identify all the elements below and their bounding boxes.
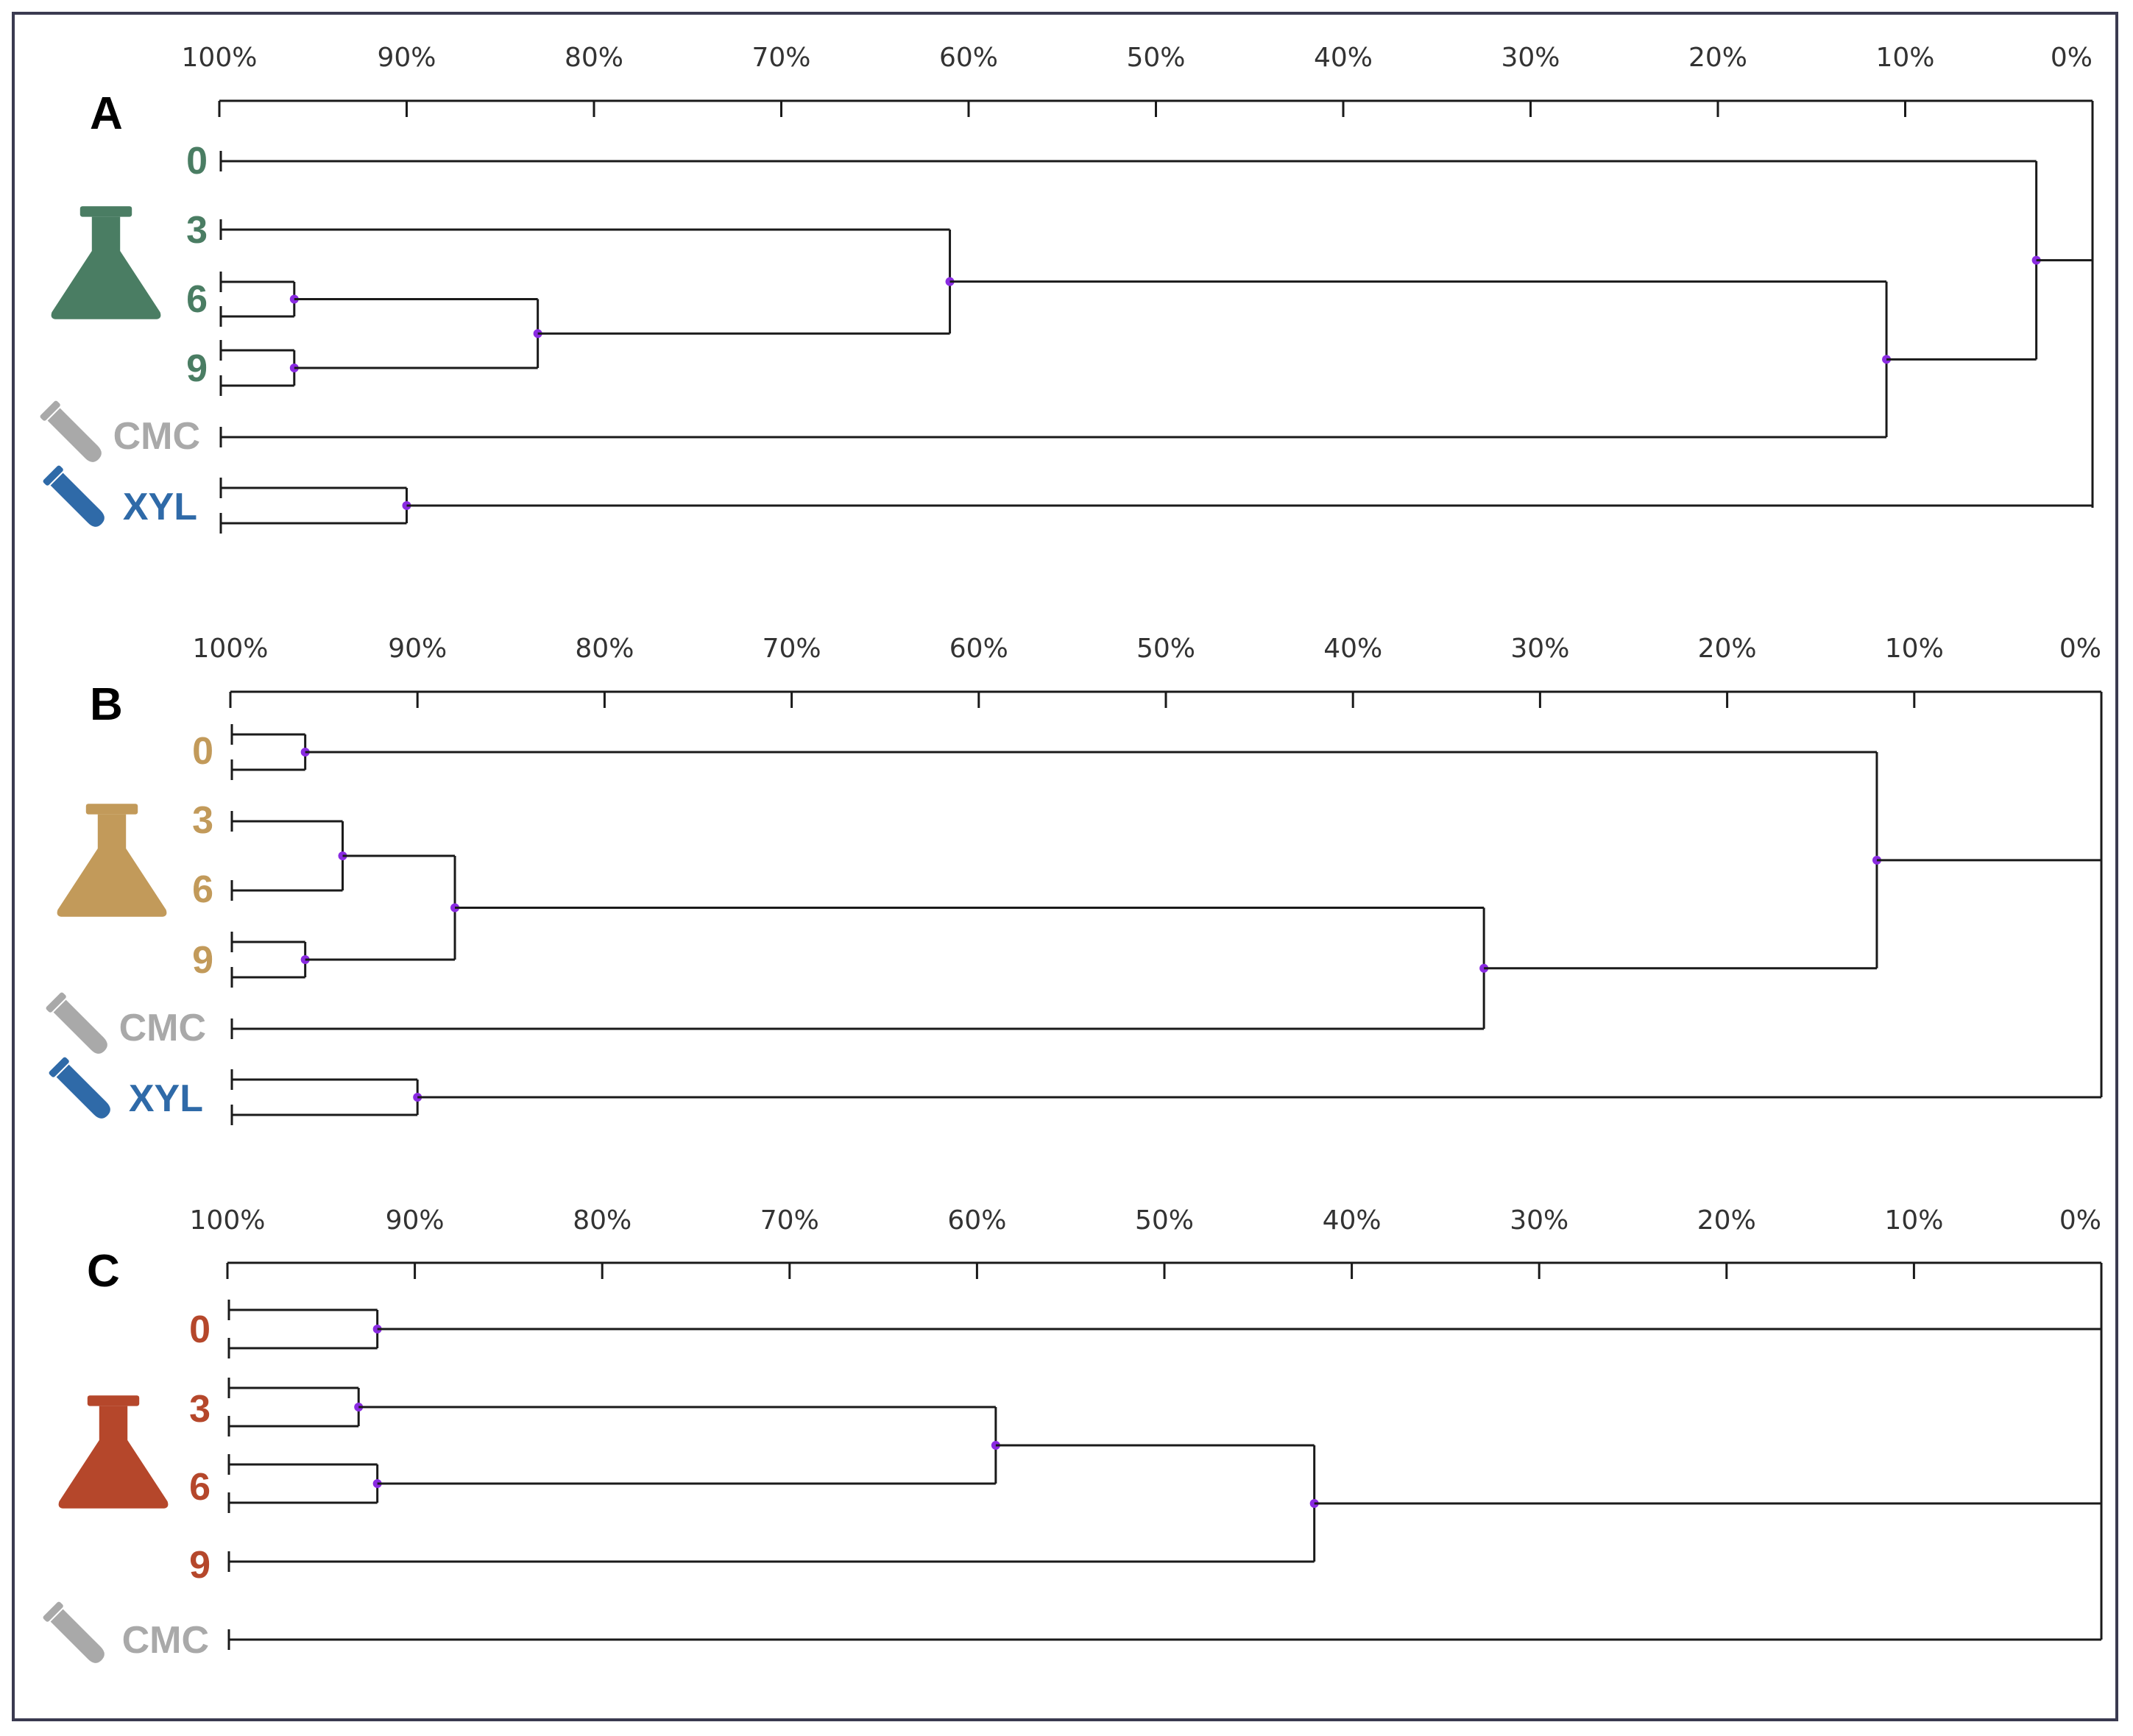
axis-tick-label: 70% <box>763 634 821 664</box>
axis-tick-label: 20% <box>1698 634 1757 664</box>
panel-b-letter: B <box>90 679 123 730</box>
axis-tick-label: 60% <box>947 1205 1006 1236</box>
panel-a-letter: A <box>90 88 123 139</box>
leaf-label-0: 0 <box>189 1308 211 1351</box>
leaf-label-cmc: CMC <box>113 415 200 458</box>
axis-tick-label: 90% <box>386 1205 445 1236</box>
panel-a-axis: 100% 90% 80% 70% 60% 50% 40% 30% 20% 10% 0% <box>182 43 2094 117</box>
panel-b-axis: 100% 90% 80% 70% 60% 50% 40% 30% 20% 10% 0% <box>193 634 2103 708</box>
test-tube-icon <box>45 991 113 1059</box>
axis-tick-label: 40% <box>1323 1205 1382 1236</box>
axis-tick-label: 50% <box>1126 43 1185 73</box>
leaf-label-6: 6 <box>186 278 208 321</box>
panel-b-tree <box>230 692 2103 1125</box>
axis-tick-label: 70% <box>751 43 810 73</box>
leaf-label-6: 6 <box>189 1466 211 1509</box>
leaf-label-0: 0 <box>192 730 213 773</box>
axis-tick-label: 80% <box>573 1205 632 1236</box>
leaf-label-xyl: XYL <box>123 486 197 528</box>
leaf-label-3: 3 <box>186 209 208 252</box>
axis-tick-label: 20% <box>1688 43 1747 73</box>
panel-c-letter: C <box>87 1246 120 1297</box>
panel-a: A 100%90%80%70%60%50%40%30%20%10%0% 0 3 … <box>39 43 2094 534</box>
axis-tick-label: 100% <box>193 634 269 664</box>
test-tube-icon <box>48 1056 116 1124</box>
axis-tick-label: 10% <box>1875 43 1934 73</box>
erlenmeyer-flask-icon <box>59 1395 169 1509</box>
figure-frame <box>12 12 2118 1721</box>
axis-tick-label: 10% <box>1884 1205 1943 1236</box>
leaf-label-6: 6 <box>192 868 213 911</box>
axis-tick-label: 50% <box>1135 1205 1194 1236</box>
axis-tick-label: 0% <box>2059 634 2101 664</box>
panel-c-axis: 100% 90% 80% 70% 60% 50% 40% 30% 20% 10% 0% <box>190 1205 2103 1279</box>
leaf-label-xyl: XYL <box>129 1077 203 1120</box>
leaf-label-3: 3 <box>189 1388 211 1431</box>
axis-tick-label: 100% <box>190 1205 266 1236</box>
axis-tick-label: 10% <box>1885 634 1944 664</box>
leaf-label-cmc: CMC <box>122 1619 209 1662</box>
axis-tick-label: 50% <box>1136 634 1195 664</box>
leaf-label-9: 9 <box>186 347 208 390</box>
axis-tick-label: 0% <box>2059 1205 2101 1236</box>
axis-tick-label: 80% <box>575 634 634 664</box>
leaf-label-9: 9 <box>189 1544 211 1587</box>
axis-tick-label: 90% <box>377 43 436 73</box>
axis-tick-label: 100% <box>182 43 258 73</box>
test-tube-icon <box>42 464 110 532</box>
leaf-label-cmc: CMC <box>119 1007 206 1049</box>
axis-tick-label: 70% <box>760 1205 819 1236</box>
axis-tick-label: 40% <box>1323 634 1382 664</box>
axis-tick-label: 60% <box>949 634 1008 664</box>
panel-b: B 100%90%80%70%60%50%40%30%20%10%0% 0 3 … <box>45 634 2103 1125</box>
axis-tick-label: 30% <box>1510 634 1569 664</box>
panel-c-tree <box>227 1263 2103 1650</box>
panel-c: C 100%90%80%70%60%50%40%30%20%10%0% 0 3 … <box>42 1205 2103 1668</box>
test-tube-icon <box>42 1601 110 1668</box>
leaf-label-0: 0 <box>186 140 208 183</box>
test-tube-icon <box>39 400 107 467</box>
axis-tick-label: 30% <box>1510 1205 1568 1236</box>
axis-tick-label: 30% <box>1501 43 1560 73</box>
axis-tick-label: 80% <box>565 43 623 73</box>
panel-a-tree <box>219 101 2094 534</box>
axis-tick-label: 0% <box>2051 43 2093 73</box>
axis-tick-label: 60% <box>939 43 998 73</box>
axis-tick-label: 90% <box>388 634 447 664</box>
erlenmeyer-flask-icon <box>57 804 167 917</box>
erlenmeyer-flask-icon <box>52 206 161 319</box>
leaf-label-3: 3 <box>192 799 213 842</box>
axis-tick-label: 20% <box>1697 1205 1756 1236</box>
leaf-label-9: 9 <box>192 939 213 982</box>
axis-tick-label: 40% <box>1314 43 1373 73</box>
